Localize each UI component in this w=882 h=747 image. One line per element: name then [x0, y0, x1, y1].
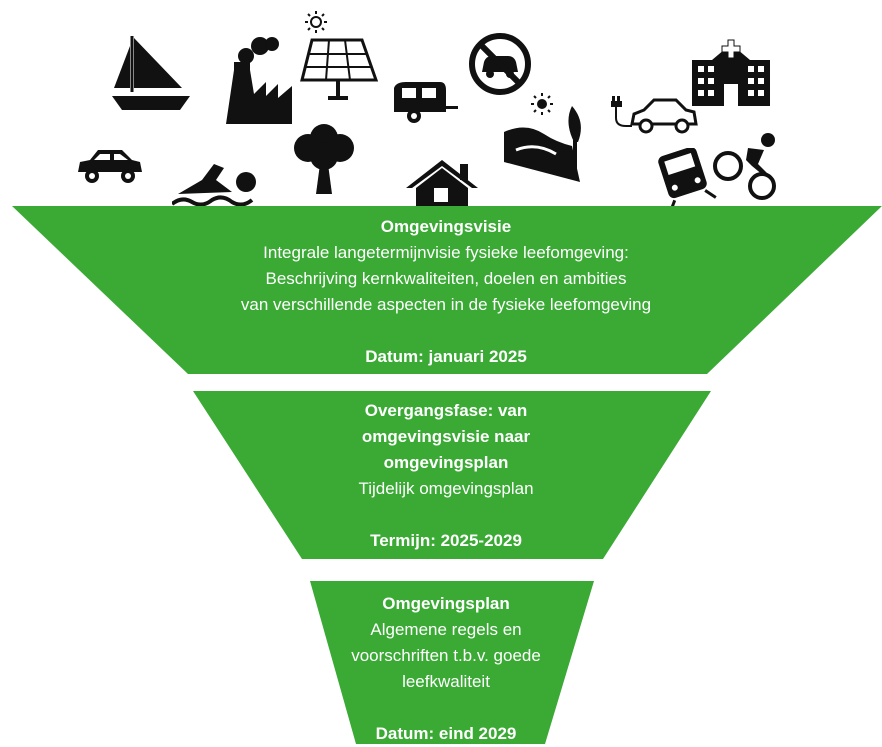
tier-line: voorschriften t.b.v. goede: [351, 646, 541, 665]
funnel-tier-1: [12, 206, 882, 374]
funnel-tier-3: [310, 581, 594, 744]
caravan-icon: [394, 82, 458, 123]
tree-icon: [294, 124, 354, 194]
no-cars-icon: [469, 33, 531, 95]
car-icon: [78, 150, 142, 183]
tier-title: Omgevingsvisie: [380, 217, 512, 236]
tier-title-line: omgevingsplan: [383, 453, 509, 472]
house-icon: [406, 160, 478, 206]
cyclist-icon: [713, 133, 776, 200]
solar-panel-icon: [300, 11, 379, 100]
tier-title-line: omgevingsvisie naar: [361, 427, 531, 446]
tier-title: Omgevingsplan: [382, 594, 510, 613]
sailboat-icon: [112, 36, 190, 110]
tier-line: van verschillende aspecten in de fysieke…: [240, 295, 652, 314]
tier-line: leefkwaliteit: [402, 672, 490, 691]
tier-line: Integrale langetermijnvisie fysieke leef…: [263, 243, 629, 262]
tier-title-line: Overgangsfase: van: [364, 401, 528, 420]
factory-icon: [226, 37, 292, 124]
landscape-icon: [504, 93, 581, 182]
tier-date: Termijn: 2025-2029: [370, 531, 522, 550]
electric-car-icon: [611, 96, 698, 134]
tier-line: Beschrijving kernkwaliteiten, doelen en …: [265, 269, 627, 288]
tier-omgevingsplan: Omgevingsplan Algemene regels en voorsch…: [300, 591, 592, 747]
tier-date: Datum: januari 2025: [365, 347, 527, 366]
tier-line: Algemene regels en: [370, 620, 522, 639]
train-icon: [658, 148, 717, 206]
tier-line: Tijdelijk omgevingsplan: [358, 479, 534, 498]
tier-overgangsfase: Overgangsfase: van omgevingsvisie naar o…: [270, 398, 622, 554]
hospital-icon: [692, 39, 770, 106]
swimmer-icon: [172, 164, 256, 206]
funnel-tier-2: [193, 391, 711, 559]
tier-date: Datum: eind 2029: [375, 724, 517, 743]
tier-omgevingsvisie: Omgevingsvisie Integrale langetermijnvis…: [150, 214, 742, 370]
